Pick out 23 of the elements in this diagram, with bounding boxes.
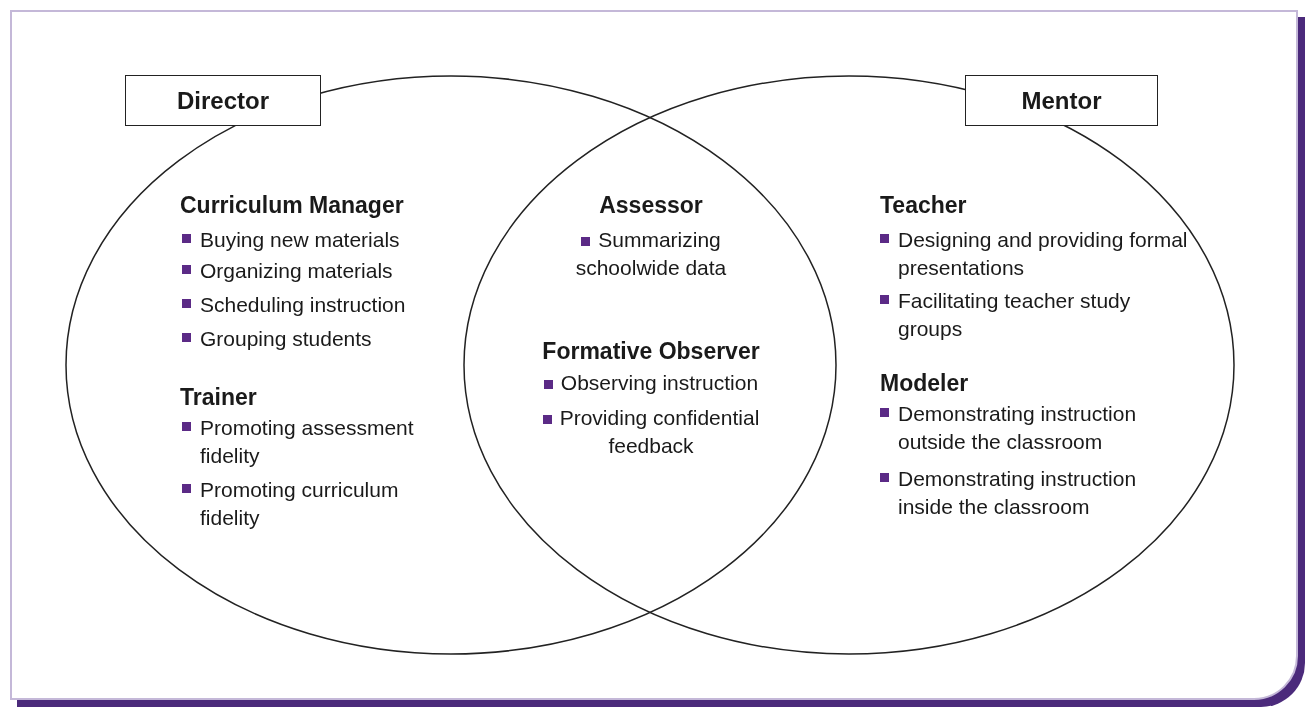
bullet-item: Grouping students xyxy=(182,325,450,353)
bullet-item: Promoting assessment fidelity xyxy=(182,414,450,470)
bullet-item: Summarizing schoolwide data xyxy=(566,226,736,282)
role-heading: Trainer xyxy=(180,383,257,411)
venn-ellipse xyxy=(65,75,837,655)
role-heading: Teacher xyxy=(880,191,967,219)
bullet-item: Scheduling instruction xyxy=(182,291,460,319)
role-heading: Formative Observer xyxy=(542,337,760,365)
title-box: Mentor xyxy=(965,75,1158,126)
role-heading: Assessor xyxy=(599,191,703,219)
bullet-item: Buying new materials xyxy=(182,226,450,254)
bullet-item: Designing and providing formal presentations xyxy=(880,226,1188,282)
bullet-item: Facilitating teacher study groups xyxy=(880,287,1188,343)
venn-ellipse xyxy=(463,75,1235,655)
bullet-item: Demonstrating instruction outside the classroom xyxy=(880,400,1188,456)
role-heading: Modeler xyxy=(880,369,969,397)
bullet-item: Organizing materials xyxy=(182,257,450,285)
bullet-item: Providing confidential feedback xyxy=(521,404,781,460)
bullet-item: Promoting curriculum fidelity xyxy=(182,476,450,532)
title-box: Director xyxy=(125,75,321,126)
bullet-item: Observing instruction xyxy=(516,369,786,397)
role-heading: Curriculum Manager xyxy=(180,191,404,219)
bullet-item: Demonstrating instruction inside the classroom xyxy=(880,465,1188,521)
